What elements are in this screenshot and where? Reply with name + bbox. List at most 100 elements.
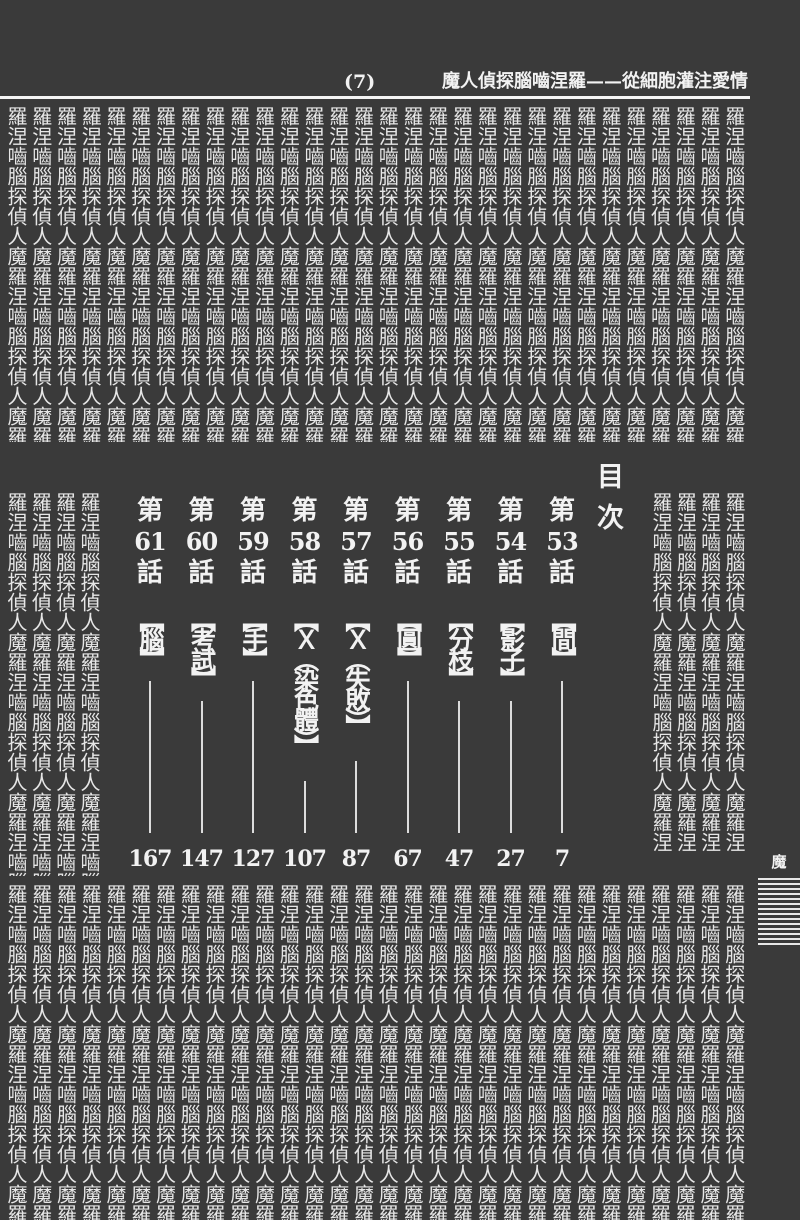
- page-reference: 127: [231, 846, 276, 872]
- chapter-number: 60: [185, 527, 218, 556]
- pattern-column: 羅涅嚙腦探偵人魔羅涅嚙腦探偵人魔羅涅嚙腦探偵人魔羅涅嚙腦探偵人魔: [78, 106, 103, 442]
- chapter-suffix: 話: [548, 558, 575, 588]
- pattern-column: 羅涅嚙腦探偵人魔羅涅嚙腦探偵人魔羅涅嚙腦探偵人魔羅涅嚙腦探偵人魔: [697, 106, 721, 442]
- pattern-column: 羅涅嚙腦探偵人魔羅涅嚙腦探偵人魔羅涅嚙腦探偵人魔羅涅嚙腦探偵人魔: [523, 106, 548, 442]
- chapter-title: 【考試】: [187, 607, 217, 687]
- pattern-column: 羅涅嚙腦探偵人魔羅涅嚙腦探偵人魔羅涅嚙腦探偵人魔羅涅嚙腦探偵人魔: [177, 106, 202, 442]
- pattern-column: 羅涅嚙腦探偵人魔羅涅嚙腦探偵人魔羅涅嚙腦探偵人魔羅涅嚙腦探偵人魔: [276, 884, 301, 1220]
- chapter-suffix: 話: [497, 558, 524, 588]
- pattern-column: 羅涅嚙腦探偵人魔羅涅嚙腦探偵人魔羅涅嚙腦探偵人魔羅涅嚙腦探偵人魔: [251, 884, 276, 1220]
- pattern-column: 羅涅嚙腦探偵人魔羅涅嚙腦探偵人魔羅涅嚙腦探偵人魔羅涅嚙腦探偵人魔: [548, 884, 573, 1220]
- chapter-suffix: 話: [445, 558, 472, 588]
- pattern-column: 羅涅嚙腦探偵人魔羅涅嚙腦探偵人魔羅涅嚙腦探偵人魔羅涅嚙腦探偵人魔: [375, 106, 400, 442]
- pattern-column: 羅涅嚙腦探偵人魔羅涅嚙腦探偵人魔羅涅嚙腦探偵人魔羅涅嚙腦探偵人魔: [449, 884, 474, 1220]
- chapter-prefix: 第: [394, 496, 421, 526]
- leader-line: [509, 701, 512, 833]
- chapter-title: 【影子】: [496, 607, 526, 687]
- pattern-column: 羅涅嚙腦探偵人魔羅涅嚙腦探偵人魔羅涅嚙腦探偵人魔羅涅嚙腦探偵人魔: [375, 884, 400, 1220]
- chapter-number: 53: [546, 527, 578, 556]
- pattern-column: 羅涅嚙腦探偵人魔羅涅嚙腦探偵人魔羅涅嚙腦探偵人魔羅涅嚙腦探偵人魔: [226, 106, 251, 442]
- pattern-column: 羅涅嚙腦探偵人魔羅涅嚙腦探偵人魔羅涅嚙腦探偵人魔羅涅嚙腦探偵人魔: [127, 884, 152, 1220]
- pattern-column: 羅涅嚙腦探偵人魔羅涅嚙腦探偵人魔羅涅嚙腦探偵人魔羅涅嚙腦探偵人魔: [325, 884, 350, 1220]
- pattern-column: 羅涅嚙腦探偵人魔羅涅嚙腦探偵人魔羅涅嚙腦探偵人魔羅涅嚙腦探偵人魔: [400, 884, 424, 1220]
- toc-heading: 目次: [592, 462, 623, 544]
- pattern-column: 羅涅嚙腦探偵人魔羅涅嚙腦探偵人魔羅涅嚙腦探偵人魔羅涅嚙腦探偵人魔: [523, 884, 548, 1220]
- chapter-title: 【圓】: [393, 607, 423, 667]
- pattern-column: 羅涅嚙腦探偵人魔羅涅嚙腦探偵人魔羅涅嚙腦探偵人魔羅涅嚙腦探偵人魔: [28, 106, 53, 442]
- pattern-column: 羅涅嚙腦探偵人魔羅涅嚙腦探偵人魔羅涅嚙腦探偵人魔羅涅嚙腦探偵人魔: [622, 884, 647, 1220]
- leader-line: [252, 681, 254, 833]
- chapter-prefix: 第: [188, 496, 215, 526]
- pattern-column: 羅涅嚙腦探偵人魔羅涅嚙腦探偵人魔羅涅嚙腦探偵人魔羅涅嚙腦探偵人魔: [499, 106, 523, 442]
- pattern-column: 羅涅嚙腦探偵人魔羅涅嚙腦探偵人魔羅涅嚙腦探偵人魔羅涅嚙腦探偵人魔: [449, 106, 474, 442]
- pattern-column: 羅涅嚙腦探偵人魔羅涅嚙腦探偵人魔羅涅嚙腦探偵人魔羅涅嚙腦探偵人魔: [301, 106, 325, 442]
- chapter-number: 57: [340, 527, 372, 556]
- page-reference: 27: [496, 846, 526, 872]
- pattern-column: 羅涅嚙腦探偵人魔羅涅嚙腦探偵人魔羅涅嚙腦探偵人魔羅涅嚙腦探偵人魔: [53, 106, 78, 442]
- chapter-number: 55: [443, 527, 475, 556]
- chapter-title: 【Ｘ（染色體）】: [290, 607, 320, 755]
- pattern-column: 羅涅嚙腦探偵人魔羅涅嚙腦探偵人魔羅涅嚙腦探偵人魔羅涅嚙腦探偵人魔: [4, 492, 28, 876]
- leader-line: [406, 681, 409, 833]
- running-title: 魔人偵探腦嚙涅羅——從細胞灌注愛情: [442, 71, 748, 92]
- pattern-column: 羅涅嚙腦探偵人魔羅涅嚙腦探偵人魔羅涅嚙腦探偵人魔羅涅嚙腦探偵人魔: [598, 884, 622, 1220]
- pattern-column: 羅涅嚙腦探偵人魔羅涅嚙腦探偵人魔羅涅嚙腦探偵人魔羅涅嚙腦探偵人魔: [647, 106, 672, 442]
- pattern-column: 羅涅嚙腦探偵人魔羅涅嚙腦探偵人魔羅涅嚙腦探偵人魔羅涅嚙腦探偵人魔: [325, 106, 350, 442]
- pattern-column: 羅涅嚙腦探偵人魔羅涅嚙腦探偵人魔羅涅嚙腦探偵人魔羅涅嚙腦探偵人魔: [400, 106, 424, 442]
- pattern-column: 羅涅嚙腦探偵人魔羅涅嚙腦探偵人魔羅涅嚙腦探偵人魔羅涅嚙腦探偵人魔: [28, 884, 53, 1220]
- pattern-column: 羅涅嚙腦探偵人魔羅涅嚙腦探偵人魔羅涅嚙腦探偵人魔羅涅嚙腦探偵人魔: [673, 492, 698, 852]
- pattern-column: 羅涅嚙腦探偵人魔羅涅嚙腦探偵人魔羅涅嚙腦探偵人魔羅涅嚙腦探偵人魔: [202, 106, 226, 442]
- pattern-column: 羅涅嚙腦探偵人魔羅涅嚙腦探偵人魔羅涅嚙腦探偵人魔羅涅嚙腦探偵人魔: [4, 884, 28, 1220]
- pattern-column: 羅涅嚙腦探偵人魔羅涅嚙腦探偵人魔羅涅嚙腦探偵人魔羅涅嚙腦探偵人魔: [573, 884, 598, 1220]
- pattern-column: 羅涅嚙腦探偵人魔羅涅嚙腦探偵人魔羅涅嚙腦探偵人魔羅涅嚙腦探偵人魔: [276, 106, 301, 442]
- chapter-title: 【間】: [548, 607, 577, 667]
- chapter-number: 61: [134, 527, 166, 556]
- pattern-column: 羅涅嚙腦探偵人魔羅涅嚙腦探偵人魔羅涅嚙腦探偵人魔羅涅嚙腦探偵人魔: [721, 884, 746, 1220]
- chapter-suffix: 話: [136, 558, 163, 588]
- chapter-number: 54: [494, 527, 527, 556]
- pattern-column: 羅涅嚙腦探偵人魔羅涅嚙腦探偵人魔羅涅嚙腦探偵人魔羅涅嚙腦探偵人魔: [350, 106, 375, 442]
- pattern-column: 羅涅嚙腦探偵人魔羅涅嚙腦探偵人魔羅涅嚙腦探偵人魔羅涅嚙腦探偵人魔: [548, 106, 573, 442]
- chapter-prefix: 第: [342, 496, 369, 526]
- pattern-column: 羅涅嚙腦探偵人魔羅涅嚙腦探偵人魔羅涅嚙腦探偵人魔羅涅嚙腦探偵人魔: [598, 106, 622, 442]
- chapter-suffix: 話: [394, 558, 421, 588]
- pattern-column: 羅涅嚙腦探偵人魔羅涅嚙腦探偵人魔羅涅嚙腦探偵人魔羅涅嚙腦探偵人魔: [103, 884, 127, 1220]
- chapter-suffix: 話: [291, 558, 318, 588]
- pattern-column: 羅涅嚙腦探偵人魔羅涅嚙腦探偵人魔羅涅嚙腦探偵人魔羅涅嚙腦探偵人魔: [697, 884, 721, 1220]
- pattern-column: 羅涅嚙腦探偵人魔羅涅嚙腦探偵人魔羅涅嚙腦探偵人魔羅涅嚙腦探偵人魔: [177, 884, 202, 1220]
- header-rule: [0, 96, 750, 99]
- pattern-column: 羅涅嚙腦探偵人魔羅涅嚙腦探偵人魔羅涅嚙腦探偵人魔羅涅嚙腦探偵人魔: [672, 884, 697, 1220]
- pattern-column: 羅涅嚙腦探偵人魔羅涅嚙腦探偵人魔羅涅嚙腦探偵人魔羅涅嚙腦探偵人魔: [721, 492, 746, 852]
- pattern-column: 羅涅嚙腦探偵人魔羅涅嚙腦探偵人魔羅涅嚙腦探偵人魔羅涅嚙腦探偵人魔: [4, 106, 28, 442]
- pattern-column: 羅涅嚙腦探偵人魔羅涅嚙腦探偵人魔羅涅嚙腦探偵人魔羅涅嚙腦探偵人魔: [52, 492, 77, 876]
- pattern-column: 羅涅嚙腦探偵人魔羅涅嚙腦探偵人魔羅涅嚙腦探偵人魔羅涅嚙腦探偵人魔: [301, 884, 325, 1220]
- chapter-prefix: 第: [497, 496, 524, 526]
- pattern-column: 羅涅嚙腦探偵人魔羅涅嚙腦探偵人魔羅涅嚙腦探偵人魔羅涅嚙腦探偵人魔: [672, 106, 697, 442]
- pattern-column: 羅涅嚙腦探偵人魔羅涅嚙腦探偵人魔羅涅嚙腦探偵人魔羅涅嚙腦探偵人魔: [53, 884, 78, 1220]
- page-reference: 147: [180, 846, 224, 872]
- pattern-column: 羅涅嚙腦探偵人魔羅涅嚙腦探偵人魔羅涅嚙腦探偵人魔羅涅嚙腦探偵人魔: [103, 106, 127, 442]
- pattern-column: 羅涅嚙腦探偵人魔羅涅嚙腦探偵人魔羅涅嚙腦探偵人魔羅涅嚙腦探偵人魔: [424, 884, 449, 1220]
- pattern-column: 羅涅嚙腦探偵人魔羅涅嚙腦探偵人魔羅涅嚙腦探偵人魔羅涅嚙腦探偵人魔: [152, 884, 177, 1220]
- pattern-column: 羅涅嚙腦探偵人魔羅涅嚙腦探偵人魔羅涅嚙腦探偵人魔羅涅嚙腦探偵人魔: [251, 106, 276, 442]
- pattern-column: 羅涅嚙腦探偵人魔羅涅嚙腦探偵人魔羅涅嚙腦探偵人魔羅涅嚙腦探偵人魔: [226, 884, 251, 1220]
- chapter-title: 【手】: [239, 607, 268, 667]
- page-number: (7): [344, 71, 376, 93]
- leader-line: [200, 701, 203, 833]
- page-reference: 167: [128, 846, 173, 872]
- pattern-middle-right: 羅涅嚙腦探偵人魔羅涅嚙腦探偵人魔羅涅嚙腦探偵人魔羅涅嚙腦探偵人魔羅涅嚙腦探偵人魔…: [649, 492, 746, 852]
